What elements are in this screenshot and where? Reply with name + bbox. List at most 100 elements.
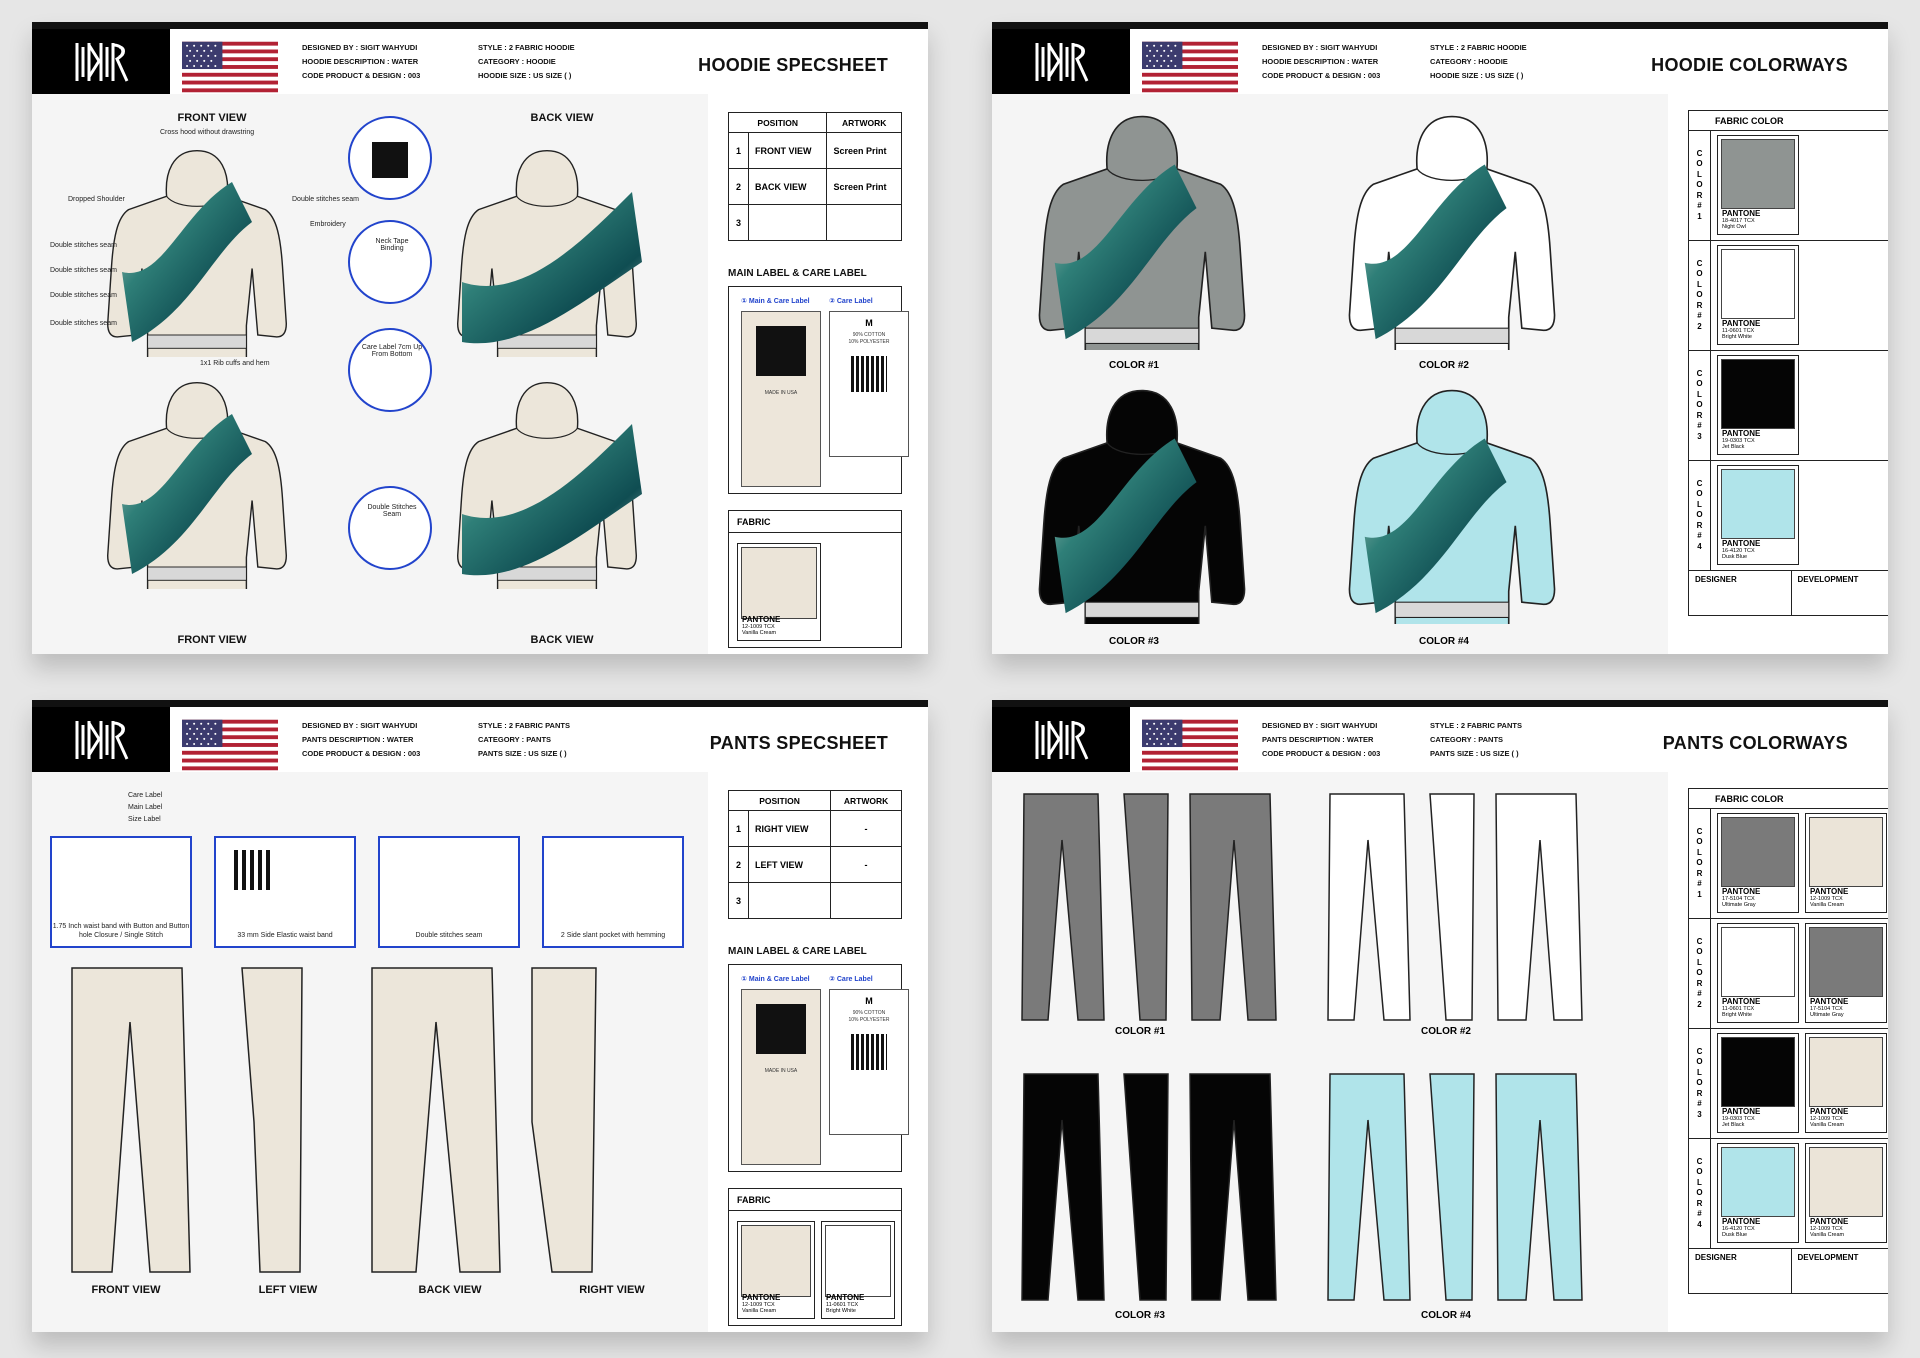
hoodie-front-sketch [102, 142, 292, 357]
brand-logo [992, 707, 1130, 772]
hoodie-color-2 [1332, 110, 1572, 350]
page-title: HOODIE SPECSHEET [698, 55, 888, 75]
detail-stitch: Double stitches seam [378, 836, 520, 948]
annotation: Double stitches seam [50, 242, 117, 249]
table-row: 3 [728, 882, 902, 919]
color-label: COLOR #1 [1108, 360, 1159, 371]
style: STYLE : 2 FABRIC HOODIE [478, 43, 575, 52]
description: HOODIE DESCRIPTION : WATER [302, 57, 419, 66]
table-row: 3 [728, 204, 902, 241]
label-box: ① Main & Care Label ② Care Label MADE IN… [728, 286, 909, 494]
pants-colorway-sketches [1021, 793, 1583, 1301]
annotation: Double stitches seam [292, 196, 359, 203]
annotation: Embroidery [310, 221, 346, 228]
us-flag-icon [182, 715, 278, 775]
us-flag-icon [182, 37, 278, 97]
back-view-label-2: BACK VIEW [530, 634, 594, 646]
hoodie-front-sketch-2 [102, 374, 292, 589]
hoodie-back-sketch-2 [452, 374, 642, 589]
pants-sketches [71, 967, 597, 1273]
qr-code-icon [851, 1034, 887, 1070]
qr-code-icon [851, 356, 887, 392]
annotation: Dropped Shoulder [68, 196, 125, 203]
color-label: COLOR #1 [1114, 1026, 1165, 1037]
brand-logo [32, 29, 170, 94]
hoodie-back-sketch [452, 142, 642, 357]
hoodie-color-4 [1332, 384, 1572, 624]
color-label: COLOR #3 [1114, 1310, 1165, 1321]
category: CATEGORY : HOODIE [478, 57, 556, 66]
sheet-header: DESIGNED BY : SIGIT WAHYUDI HOODIE DESCRI… [32, 22, 928, 94]
label-box: ① Main & Care Label ② Care Label MADE IN… [728, 964, 909, 1172]
page-title: PANTS COLORWAYS [1662, 733, 1848, 753]
view-label: RIGHT VIEW [579, 1284, 645, 1296]
color-label: COLOR #2 [1418, 360, 1469, 371]
main-label-tag: MADE IN USA [741, 311, 821, 487]
view-label: FRONT VIEW [91, 1284, 161, 1296]
hoodie-color-1 [1022, 110, 1262, 350]
view-label: LEFT VIEW [258, 1284, 318, 1296]
front-view-label: FRONT VIEW [177, 112, 247, 124]
page-title: HOODIE COLORWAYS [1651, 55, 1848, 75]
view-label: BACK VIEW [418, 1284, 482, 1296]
hoodie-color-3 [1022, 384, 1262, 624]
brand-logo [32, 707, 170, 772]
detail-pocket: 2 Side slant pocket with hemming [542, 836, 684, 948]
color-label: COLOR #2 [1420, 1026, 1471, 1037]
color-label: COLOR #4 [1418, 636, 1469, 647]
page-title: PANTS SPECSHEET [709, 733, 888, 753]
designed-by: DESIGNED BY : SIGIT WAHYUDI [302, 43, 418, 52]
detail-care-circle: Care Label 7cm Up From Bottom [348, 328, 432, 412]
annotation: Double stitches seam [50, 292, 117, 299]
brand-logo [992, 29, 1130, 94]
annotation: Double stitches seam [50, 320, 117, 327]
annotation: Cross hood without drawstring [160, 129, 255, 136]
front-view-label-2: FRONT VIEW [177, 634, 247, 646]
color-label: COLOR #3 [1108, 636, 1159, 647]
detail-seam-circle: Double Stitches Seam [348, 486, 432, 570]
us-flag-icon [1142, 715, 1238, 775]
main-label-title: MAIN LABEL & CARE LABEL [728, 268, 867, 279]
annotation: 1x1 Rib cuffs and hem [200, 360, 270, 367]
detail-logo-circle [348, 116, 432, 200]
code: CODE PRODUCT & DESIGN : 003 [302, 71, 421, 80]
annotation: Double stitches seam [50, 267, 117, 274]
size: HOODIE SIZE : US SIZE ( ) [478, 71, 572, 80]
back-view-label: BACK VIEW [530, 112, 594, 124]
detail-elastic: 33 mm Side Elastic waist band [214, 836, 356, 948]
hoodie-specsheet: DESIGNED BY : SIGIT WAHYUDI HOODIE DESCRI… [32, 22, 928, 654]
us-flag-icon [1142, 37, 1238, 97]
color-label: COLOR #4 [1420, 1310, 1471, 1321]
